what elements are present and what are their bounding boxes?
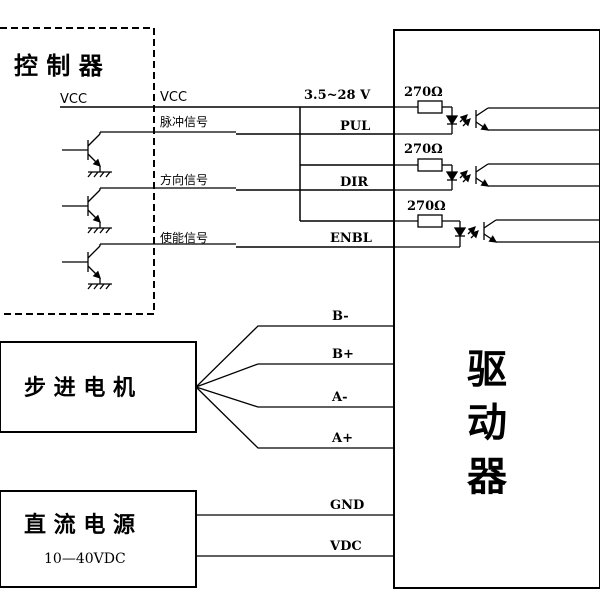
driver-box bbox=[393, 29, 600, 589]
enbl-wire: 使能信号 ENBL bbox=[100, 230, 394, 248]
driver-title-char-1: 驱 bbox=[467, 346, 507, 393]
vcc-label: VCC bbox=[160, 90, 187, 105]
driver-title-char-3: 器 bbox=[467, 453, 508, 500]
stepper-motor-title: 步 进 电 机 bbox=[24, 375, 135, 401]
motor-wires bbox=[195, 325, 394, 449]
vcc-wire: VCC 3.5~28 V bbox=[60, 88, 394, 222]
transistor-2 bbox=[62, 188, 112, 234]
dc-power-rating: 10—40VDC bbox=[44, 551, 126, 567]
dir-wire: 方向信号 DIR bbox=[100, 172, 394, 191]
optocoupler-1 bbox=[394, 100, 600, 135]
pul-label: PUL bbox=[340, 119, 370, 134]
motor-pin-a-plus: A+ bbox=[331, 431, 353, 446]
controller-box: 控 制 器 VCC bbox=[0, 27, 155, 315]
voltage-label: 3.5~28 V bbox=[304, 88, 371, 103]
enbl-label: ENBL bbox=[330, 231, 372, 246]
enable-signal-label: 使能信号 bbox=[160, 230, 208, 245]
driver-title-char-2: 动 bbox=[467, 399, 507, 446]
dc-power-title: 直 流 电 源 bbox=[24, 512, 135, 538]
motor-pin-b-plus: B+ bbox=[332, 347, 354, 362]
controller-title: 控 制 器 bbox=[14, 51, 104, 80]
motor-pin-a-minus: A- bbox=[331, 390, 347, 405]
transistor-3 bbox=[62, 244, 112, 290]
controller-vcc-label: VCC bbox=[60, 92, 87, 107]
resistor-1-label: 270Ω bbox=[404, 85, 443, 100]
motor-pin-b-minus: B- bbox=[332, 309, 349, 324]
optocoupler-3 bbox=[394, 214, 600, 248]
vdc-label: VDC bbox=[329, 539, 362, 554]
pul-wire: 脉冲信号 PUL bbox=[100, 114, 394, 135]
transistor-1 bbox=[62, 132, 112, 178]
pulse-signal-label: 脉冲信号 bbox=[160, 114, 208, 129]
dir-label: DIR bbox=[340, 175, 368, 190]
optocoupler-2 bbox=[394, 158, 600, 191]
power-wires bbox=[196, 514, 394, 557]
gnd-label: GND bbox=[330, 498, 364, 513]
resistor-2-label: 270Ω bbox=[404, 142, 443, 157]
resistor-3-label: 270Ω bbox=[407, 199, 446, 214]
dc-power-box bbox=[0, 490, 197, 588]
direction-signal-label: 方向信号 bbox=[160, 172, 208, 187]
